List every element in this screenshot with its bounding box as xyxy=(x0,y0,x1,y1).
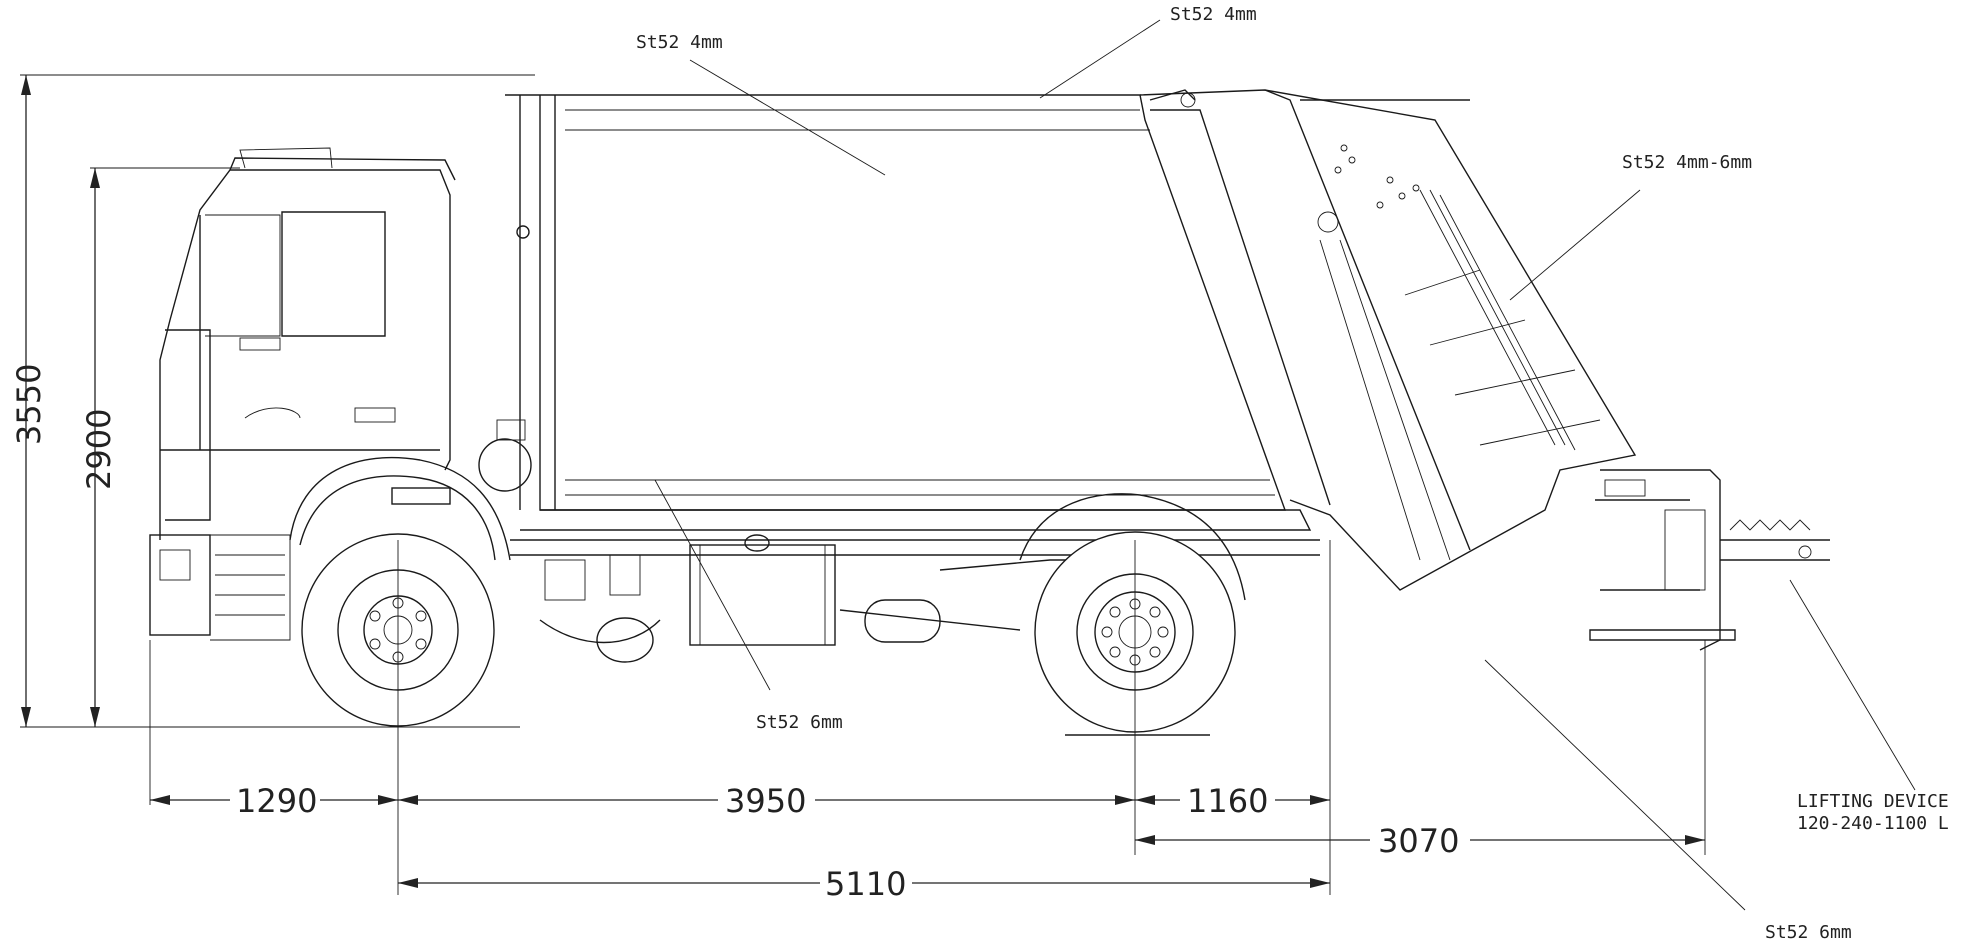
note-tailgate: St52 4mm-6mm xyxy=(1622,152,1752,173)
dim-wheelbase: 3950 xyxy=(725,782,806,820)
note-rear-bottom: St52 6mm xyxy=(1765,922,1852,943)
front-wheel xyxy=(289,456,511,727)
leader-lines xyxy=(654,19,1916,911)
note-lifting-device-capacity: 120-240-1100 L xyxy=(1797,813,1949,834)
material-annotations: St52 4mm St52 4mm St52 4mm-6mm St52 6mm … xyxy=(636,4,1949,943)
cab xyxy=(149,147,456,641)
dim-overall-height: 3550 xyxy=(10,364,48,445)
note-body-side: St52 4mm xyxy=(636,32,723,53)
note-subframe: St52 6mm xyxy=(756,712,843,733)
truck-outline xyxy=(20,89,1830,736)
tailgate xyxy=(1139,89,1637,591)
note-lifting-device-title: LIFTING DEVICE xyxy=(1797,791,1949,812)
refuse-body xyxy=(478,94,1312,531)
note-body-roof: St52 4mm xyxy=(1170,4,1257,25)
dim-front-overhang: 1290 xyxy=(236,782,317,820)
dim-cab-height: 2900 xyxy=(80,409,118,490)
lifting-device xyxy=(1589,469,1830,651)
rear-wheel-bolts xyxy=(1101,598,1169,666)
dim-rear-overhang: 3070 xyxy=(1378,822,1459,860)
dimension-labels: 3550 2900 1290 3950 1160 3070 5110 xyxy=(10,364,1459,903)
dim-front-axle-to-body-end: 5110 xyxy=(825,865,906,903)
dim-axle-to-body-end: 1160 xyxy=(1187,782,1268,820)
dimension-lines xyxy=(20,74,1706,895)
tailgate-holes xyxy=(1334,144,1420,209)
